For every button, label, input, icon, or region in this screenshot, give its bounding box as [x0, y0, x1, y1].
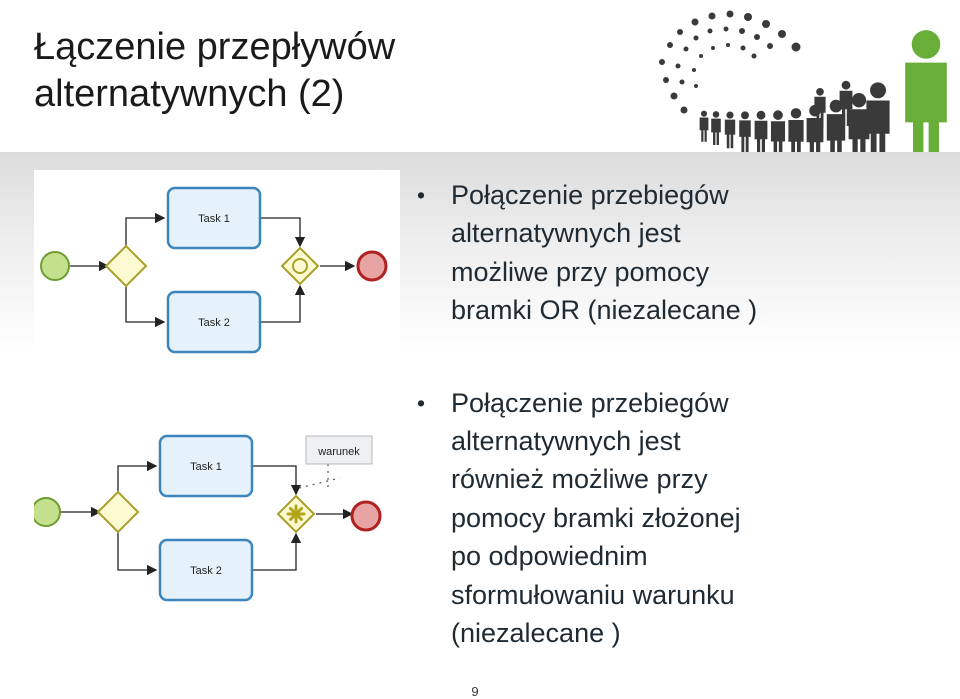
task-1-label: Task 1 — [198, 213, 230, 225]
bullet-line: po odpowiednim — [451, 541, 648, 572]
task-2 — [166, 290, 262, 354]
task-1 — [158, 434, 254, 498]
bullet-line: (niezalecane ) — [451, 618, 621, 649]
bullet-item: Połączenie przebiegów alternatywnych jes… — [414, 384, 954, 653]
title-line-2: alternatywnych (2) — [34, 73, 345, 115]
annotation-label: warunek — [317, 446, 360, 458]
bullet-list: Połączenie przebiegów alternatywnych jes… — [414, 176, 954, 652]
bullet-line: Połączenie przebiegów — [451, 180, 729, 210]
task-1-label: Task 1 — [190, 461, 222, 473]
exclusive-gateway — [104, 244, 148, 288]
task-2 — [158, 538, 254, 602]
task-1 — [166, 186, 262, 250]
task-2-label: Task 2 — [198, 317, 230, 329]
slide-title: Łączenie przepływów alternatywnych (2) — [34, 24, 614, 118]
end-event — [356, 250, 388, 282]
complex-gateway-marker — [286, 504, 306, 524]
bullet-line: również możliwe przy — [451, 464, 708, 495]
start-event — [40, 251, 70, 281]
end-event — [350, 500, 382, 532]
annotation-box — [305, 435, 373, 465]
people-crowd-logo — [659, 10, 947, 152]
bullet-line: możliwe przy pomocy — [451, 256, 710, 287]
bullet-line: pomocy bramki złożonej — [451, 502, 741, 533]
bullet-item: Połączenie przebiegów alternatywnych jes… — [414, 176, 954, 330]
bullet-line: alternatywnych jest — [451, 426, 681, 457]
or-gateway-marker — [292, 258, 308, 274]
page-number: 9 — [471, 684, 479, 699]
or-gateway — [280, 246, 320, 286]
task-2-label: Task 2 — [190, 565, 222, 577]
bpmn-diagram-or-gateway: Task 1 Task 2 — [34, 170, 400, 362]
bpmn-diagram-complex-gateway: warunek Task 1 Task 2 — [34, 412, 400, 608]
title-line-1: Łączenie przepływów — [34, 26, 396, 68]
start-event — [34, 497, 61, 527]
exclusive-gateway — [96, 490, 140, 534]
bullet-line: alternatywnych jest — [451, 218, 681, 249]
bullet-line: Połączenie przebiegów — [451, 387, 729, 418]
bullet-line: sformułowaniu warunku — [451, 579, 735, 610]
bullet-line: bramki OR (niezalecane ) — [451, 295, 758, 326]
